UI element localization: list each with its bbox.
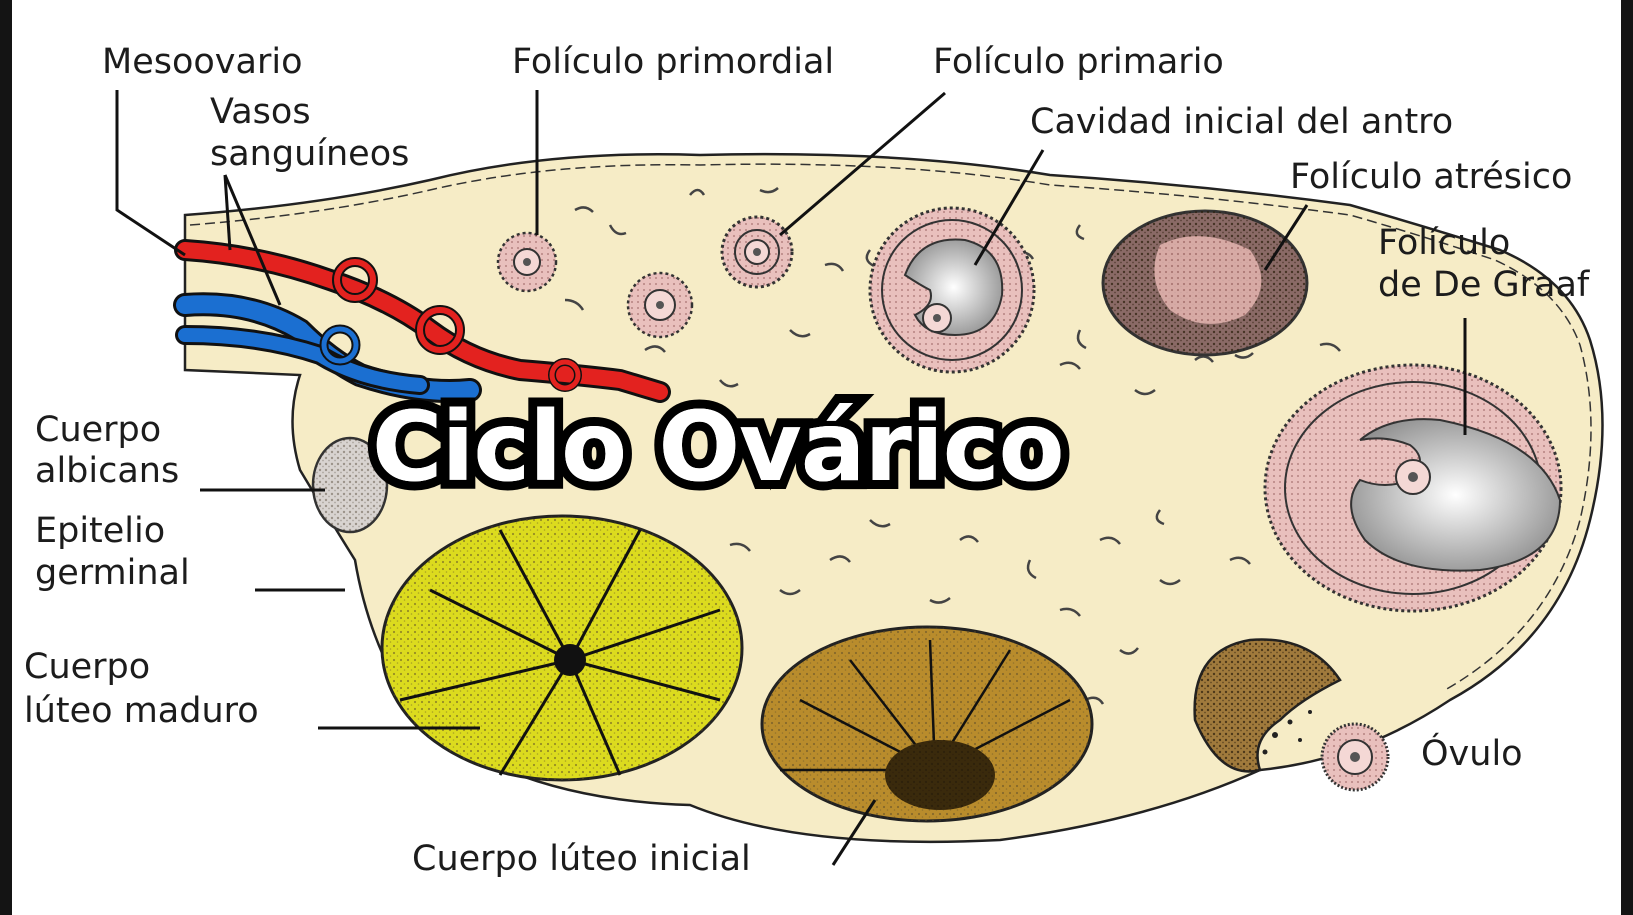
label-foliculo-primario: Folículo primario: [933, 41, 1224, 83]
ovum: [1322, 724, 1388, 790]
primary-follicle: [722, 217, 792, 287]
page-title: Ciclo Ovárico: [372, 392, 1064, 502]
graafian-follicle: [1265, 365, 1561, 611]
early-corpus-luteum: [762, 627, 1092, 821]
label-cuerpo-luteo-maduro-2: lúteo maduro: [24, 690, 259, 732]
label-cuerpo-albicans-2: albicans: [35, 450, 179, 492]
label-epitelio: Epitelio: [35, 510, 165, 552]
label-foliculo-primordial: Folículo primordial: [512, 41, 834, 83]
atretic-follicle: [1103, 211, 1307, 355]
early-antrum-follicle: [870, 208, 1034, 372]
label-foliculo-atresico: Folículo atrésico: [1290, 156, 1572, 198]
label-cuerpo-luteo-maduro-1: Cuerpo: [24, 646, 150, 688]
label-sanguineos: sanguíneos: [210, 133, 409, 175]
label-cuerpo-albicans-1: Cuerpo: [35, 409, 161, 451]
label-cavidad-antro: Cavidad inicial del antro: [1030, 101, 1453, 143]
label-mesoovario: Mesoovario: [102, 41, 302, 83]
primordial-follicle-2: [628, 273, 692, 337]
mature-corpus-luteum: [382, 516, 742, 780]
label-de-graaf: de De Graaf: [1378, 264, 1589, 306]
label-germinal: germinal: [35, 552, 190, 594]
label-vasos: Vasos: [210, 91, 311, 133]
label-cuerpo-luteo-inicial: Cuerpo lúteo inicial: [412, 838, 751, 880]
label-ovulo: Óvulo: [1421, 733, 1523, 775]
label-foliculo-graaf: Folículo: [1378, 222, 1510, 264]
primordial-follicle: [498, 233, 556, 291]
